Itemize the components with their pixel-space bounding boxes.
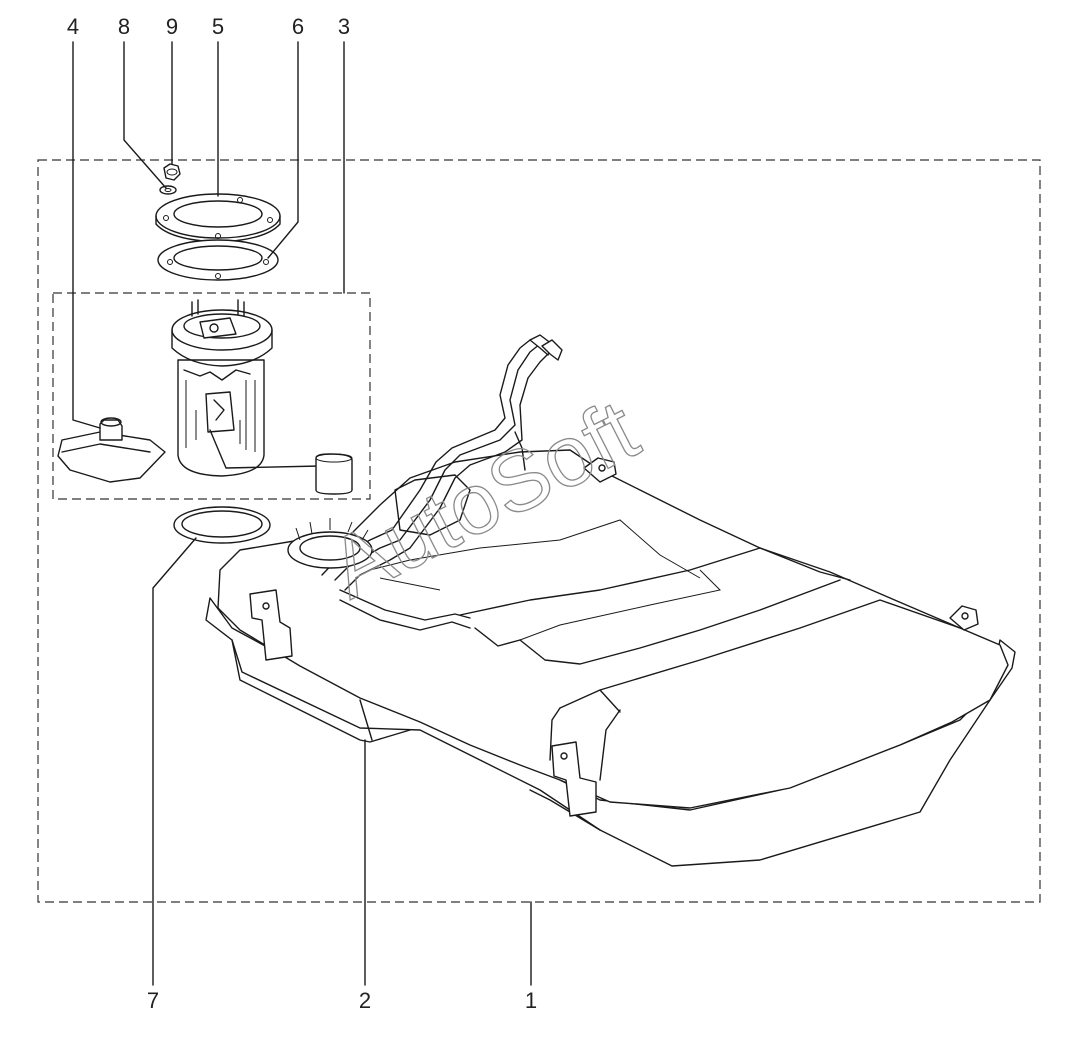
callout-7: 7 [147,988,159,1013]
leader-lines [72,41,532,986]
clamp-ring [155,193,281,243]
tank-mounting-bracket-right [551,741,597,817]
callout-5: 5 [212,14,224,39]
fuel-pump-module [171,299,353,495]
pump-module-boundary-frame [52,292,371,500]
sealing-ring [173,506,271,544]
flange-gasket [157,239,279,281]
assembly-boundary-frame [37,159,1041,903]
callout-4: 4 [67,14,79,39]
fuel-level-float [315,453,353,495]
tank-mounting-bracket-left [249,589,293,661]
callout-8: 8 [118,14,130,39]
callout-3: 3 [338,14,350,39]
washer [159,185,177,195]
callout-6: 6 [292,14,304,39]
fuel-strainer [57,417,166,483]
fuel-tank [205,334,1016,867]
callout-2: 2 [359,988,371,1013]
callout-9: 9 [166,14,178,39]
nut [163,163,181,181]
callout-1: 1 [525,988,537,1013]
